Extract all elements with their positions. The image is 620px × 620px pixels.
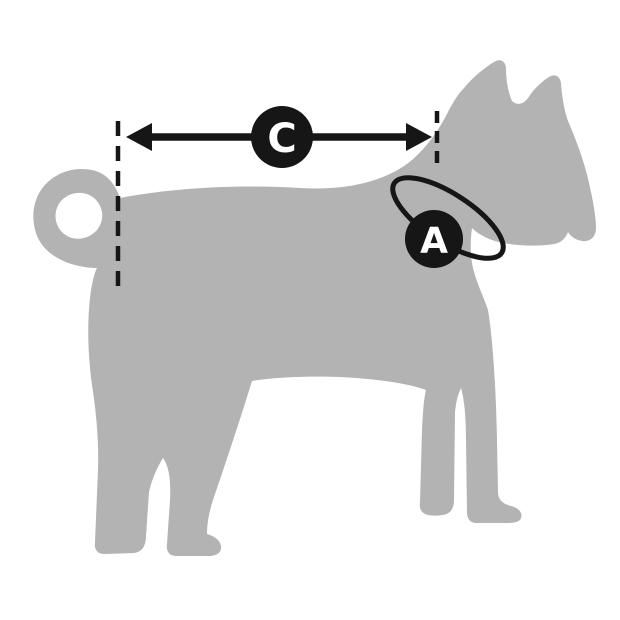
label-c-badge	[251, 106, 313, 168]
label-c: C	[267, 116, 296, 162]
arrow-left-head-icon	[126, 123, 152, 151]
dog-silhouette	[33, 60, 596, 556]
label-a: A	[420, 221, 448, 262]
label-a-badge	[405, 210, 463, 268]
arrow-right-head-icon	[406, 123, 432, 151]
